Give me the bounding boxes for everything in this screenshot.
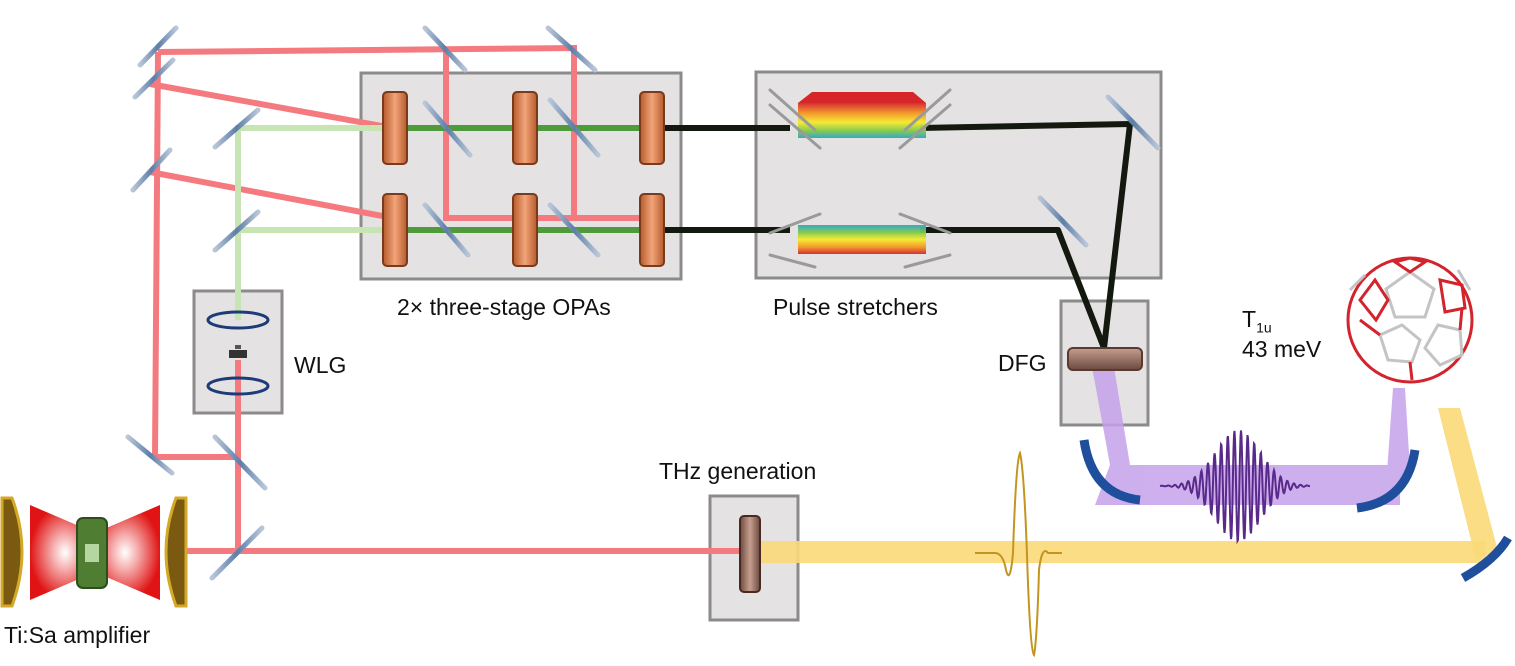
idler-paths [652,121,1133,350]
stretcher-label: Pulse stretchers [773,294,938,320]
wlg-pinhole [235,345,241,349]
lens-icon [206,310,270,396]
thz-crystal [739,515,761,593]
parabolic-mirror-icon [1079,439,1512,582]
thz-label: THz generation [659,458,817,484]
mir-waveform-icon [1159,430,1311,545]
mode-label: T1u [1242,308,1272,335]
energy-label: 43 meV [1242,336,1322,362]
stretcher-grating-bottom [768,212,952,269]
dfg-crystal [1067,347,1143,371]
thz-beam [748,408,1498,563]
laser-cavity-icon [0,496,188,608]
mode-subscript: 1u [1256,319,1272,336]
wlg-crystal [229,350,247,358]
mode-symbol: T [1242,306,1257,332]
dfg-label: DFG [998,350,1047,376]
beam-splitter-icon [125,25,1161,581]
crystal-icon [382,91,665,267]
mir-beam [1092,367,1410,505]
amplifier-label: Ti:Sa amplifier [4,622,151,648]
thz-waveform-icon [975,450,1062,658]
opa-label: 2× three-stage OPAs [397,294,611,320]
wlg-label: WLG [294,352,347,378]
stretcher-grating-top [768,88,952,150]
c60-molecule-icon [1346,256,1474,384]
